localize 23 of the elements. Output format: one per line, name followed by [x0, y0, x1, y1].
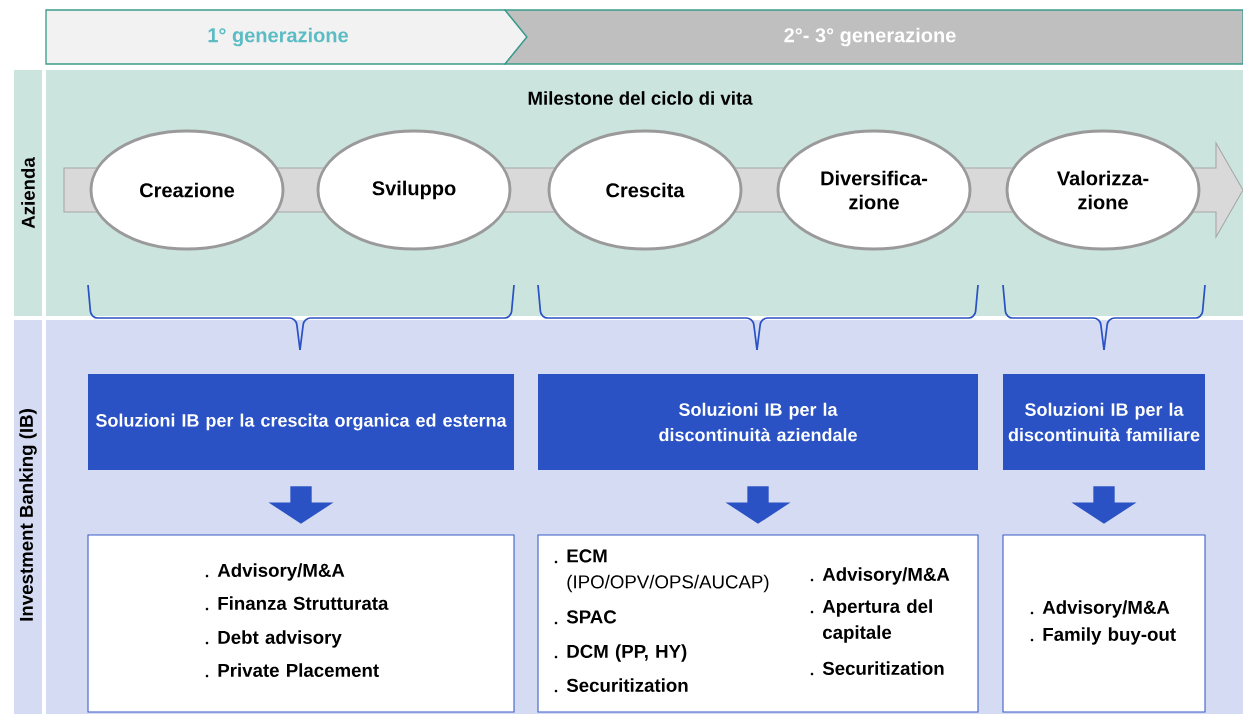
- list-item: Advisory/M&A: [1030, 600, 1170, 618]
- row-header: Investment Banking (IB): [14, 320, 42, 714]
- chevron: 2°- 3° generazione: [503, 9, 1243, 65]
- list-item: Securitization: [554, 678, 688, 693]
- list-item: Advisory/M&A: [205, 563, 345, 581]
- list-item: SPAC: [554, 610, 617, 625]
- list-item: Family buy-out: [1030, 627, 1176, 645]
- service-box: [1002, 534, 1206, 713]
- list-item: Advisory/M&A: [810, 567, 950, 585]
- solution-box: Soluzioni IB per la crescita organica ed esterna: [88, 374, 514, 470]
- list-item: Apertura del capitale: [810, 599, 932, 643]
- list-item: Private Placement: [205, 663, 379, 678]
- list-item: Securitization: [810, 661, 944, 676]
- chevron: 1° generazione: [45, 9, 528, 65]
- list-item: ECM (IPO/OPV/OPS/AUCAP): [554, 549, 769, 593]
- list-item: Debt advisory: [205, 630, 342, 648]
- list-item: Finanza Strutturata: [205, 596, 389, 611]
- solution-box: Soluzioni IB per la discontinuità aziendale: [538, 374, 978, 470]
- solution-box: Soluzioni IB per la discontinuità familiare: [1003, 374, 1205, 470]
- service-box: [537, 534, 979, 713]
- row-header: Azienda: [14, 70, 42, 316]
- service-box: [87, 534, 515, 713]
- list-item: DCM (PP, HY): [554, 644, 687, 662]
